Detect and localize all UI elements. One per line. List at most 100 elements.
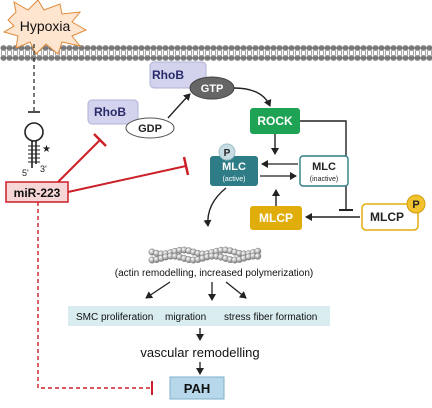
actin-to-stress-arrow xyxy=(225,281,247,299)
membrane-head xyxy=(246,45,253,51)
membrane-head xyxy=(354,45,361,51)
membrane-head xyxy=(324,45,331,51)
hypoxia-label: Hypoxia xyxy=(20,18,71,34)
membrane-head xyxy=(138,55,145,61)
membrane-head xyxy=(342,45,349,51)
rhob-gtp-box xyxy=(149,61,207,89)
membrane-head xyxy=(294,45,301,51)
membrane-head xyxy=(384,55,391,61)
mir-rhob-inhibit-line xyxy=(57,139,101,183)
membrane-head xyxy=(336,55,343,61)
membrane-head xyxy=(306,45,313,51)
mlc-active-sublabel: (active) xyxy=(223,176,246,183)
membrane-head xyxy=(360,45,367,51)
mlc-active-label: MLC xyxy=(222,161,246,173)
membrane-head xyxy=(408,55,415,61)
membrane-head xyxy=(6,45,13,51)
membrane-head xyxy=(42,55,49,61)
membrane-head xyxy=(6,55,13,61)
membrane-head xyxy=(114,45,121,51)
membrane-head xyxy=(354,55,361,61)
membrane-head xyxy=(204,45,211,51)
actin-bead xyxy=(254,252,262,260)
membrane-head xyxy=(414,55,421,61)
mirna-hairpin-icon: ★ 5' 3' xyxy=(22,122,51,178)
membrane-head xyxy=(282,55,289,61)
membrane-head xyxy=(180,45,187,51)
membrane-head xyxy=(132,45,139,51)
membrane-head xyxy=(372,55,379,61)
gdp-to-gtp-arrow xyxy=(167,93,191,119)
membrane-head xyxy=(396,55,403,61)
membrane-head xyxy=(402,55,409,61)
membrane-head xyxy=(192,55,199,61)
membrane-head xyxy=(0,45,7,51)
membrane-head xyxy=(162,45,169,51)
membrane-head xyxy=(210,45,217,51)
membrane-head xyxy=(408,45,415,51)
membrane-head xyxy=(132,55,139,61)
gdp-ellipse xyxy=(125,117,175,139)
hypoxia-burst: Hypoxia xyxy=(2,0,88,55)
rock-box xyxy=(250,108,300,134)
membrane-head xyxy=(270,55,277,61)
mir-pah-dashed-link xyxy=(37,202,152,389)
mlc-active-box xyxy=(210,156,258,186)
membrane-head xyxy=(126,45,133,51)
membrane-head xyxy=(300,55,307,61)
membrane-head xyxy=(54,55,61,61)
membrane-head xyxy=(252,45,259,51)
mlcp-right-box xyxy=(361,203,419,231)
membrane-head xyxy=(312,45,319,51)
effect-stress-fiber: stress fiber formation xyxy=(224,312,317,323)
mlc-inactive-sublabel: (inactive) xyxy=(310,176,338,183)
membrane-head xyxy=(84,55,91,61)
membrane-head xyxy=(18,55,25,61)
membrane-head xyxy=(228,45,235,51)
membrane-head xyxy=(288,45,295,51)
membrane-head xyxy=(402,45,409,51)
membrane-head xyxy=(186,45,193,51)
rock-label: ROCK xyxy=(257,114,293,128)
membrane-head xyxy=(282,45,289,51)
membrane-head xyxy=(180,55,187,61)
membrane-head xyxy=(138,45,145,51)
phosphate-label-right: P xyxy=(412,199,419,211)
membrane-head xyxy=(108,55,115,61)
membrane-head xyxy=(90,55,97,61)
membrane-head xyxy=(228,55,235,61)
mlcp-center-box xyxy=(250,206,302,230)
membrane-head xyxy=(324,55,331,61)
membrane-head xyxy=(150,45,157,51)
membrane-head xyxy=(36,55,43,61)
membrane-head xyxy=(372,45,379,51)
membrane-head xyxy=(300,45,307,51)
phosphate-circle-center xyxy=(218,143,236,161)
membrane-head xyxy=(60,55,67,61)
membrane-head xyxy=(426,45,432,51)
pah-box xyxy=(169,376,225,400)
membrane-head xyxy=(72,55,79,61)
membrane-head xyxy=(318,55,325,61)
membrane-head xyxy=(426,55,432,61)
rhob-gdp-box xyxy=(87,99,139,125)
actin-to-smc-arrow xyxy=(145,281,171,299)
phosphate-label-center: P xyxy=(224,148,231,159)
membrane-head xyxy=(12,55,19,61)
membrane-head xyxy=(150,55,157,61)
effect-smc-proliferation: SMC proliferation xyxy=(76,312,153,323)
mir-mlc-inhibit-bar xyxy=(182,156,190,176)
membrane-head xyxy=(264,55,271,61)
gdp-label: GDP xyxy=(138,123,162,135)
membrane-head xyxy=(390,45,397,51)
membrane-head xyxy=(198,55,205,61)
mlc-inactive-box xyxy=(299,155,349,187)
membrane-head xyxy=(348,55,355,61)
pah-label: PAH xyxy=(184,381,210,396)
membrane-head xyxy=(342,55,349,61)
membrane-head xyxy=(420,45,427,51)
membrane-head xyxy=(24,45,31,51)
membrane-head xyxy=(72,45,79,51)
membrane-head xyxy=(246,55,253,61)
membrane-head xyxy=(144,45,151,51)
